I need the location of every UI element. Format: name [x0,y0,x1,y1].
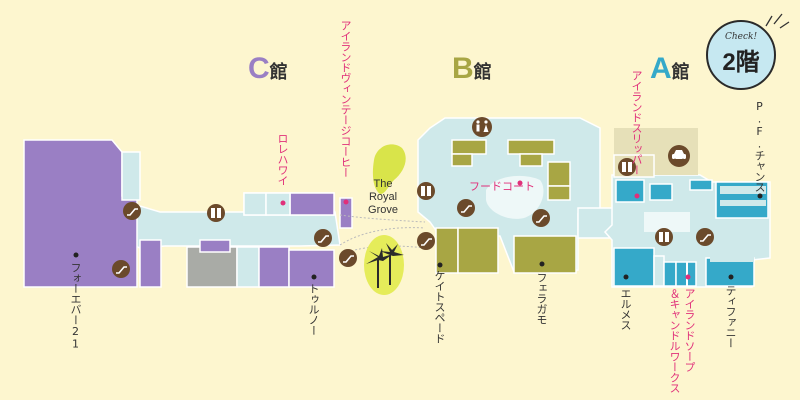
escalator-icon [532,209,550,227]
ferragamo-store[interactable] [513,235,577,274]
parking-icon [668,145,690,167]
escalator-icon [417,232,435,250]
escalator-icon [457,199,475,217]
forever21-label: フォーエバー21 [69,262,82,350]
c-building [23,139,353,288]
escalator-icon [112,260,130,278]
soap-works-label: ＆キャンドルワークス [668,288,681,393]
hermes-store[interactable] [613,247,655,287]
foodcourt-area[interactable] [486,175,544,219]
hermes-label: エルメス [619,288,632,330]
soap-label: アイランドソープ [683,288,696,372]
elevator-icon [417,182,435,200]
lolehawaii-store[interactable] [289,192,335,216]
escalator-icon [339,249,357,267]
slipper-label: アイランドスリッパー [630,70,643,175]
touluno-label: トゥルノー [307,283,320,336]
tiffany-label: ティファニー [724,285,737,348]
escalator-icon [314,229,332,247]
b-building-label: B館 [452,52,492,85]
touluno-store[interactable] [288,249,335,288]
elevator-icon [655,228,673,246]
vintage-coffee-label: アイランドヴィンテージコーヒー [339,20,352,178]
ferragamo-label: フェラガモ [535,272,548,325]
check-label: Check! [724,32,758,42]
elevator-icon [207,204,225,222]
c-building-label: C館 [248,52,288,85]
pf-chang-label: P.F.チャンス [753,100,766,192]
royal-grove [339,144,426,295]
palm-tree-icon [366,243,404,288]
sparkle-icon [765,13,790,29]
lolehawaii-label: ロレハワイ [276,133,289,186]
restroom-icon [472,117,492,137]
escalator-icon [123,202,141,220]
a-building-label: A館 [650,52,690,85]
floor-label: 2階 [722,49,760,76]
foodcourt-label: フードコート [469,181,535,193]
elevator-icon [618,158,636,176]
b-building [417,117,601,274]
grove-green-shape [372,144,406,194]
gray-store [186,246,238,288]
tiffany-store[interactable] [705,257,755,287]
escalator-icon [696,228,714,246]
a-building [577,128,771,288]
floor-badge: Check! 2階 [706,20,776,90]
katespade-label: ケイトスペード [433,270,446,344]
